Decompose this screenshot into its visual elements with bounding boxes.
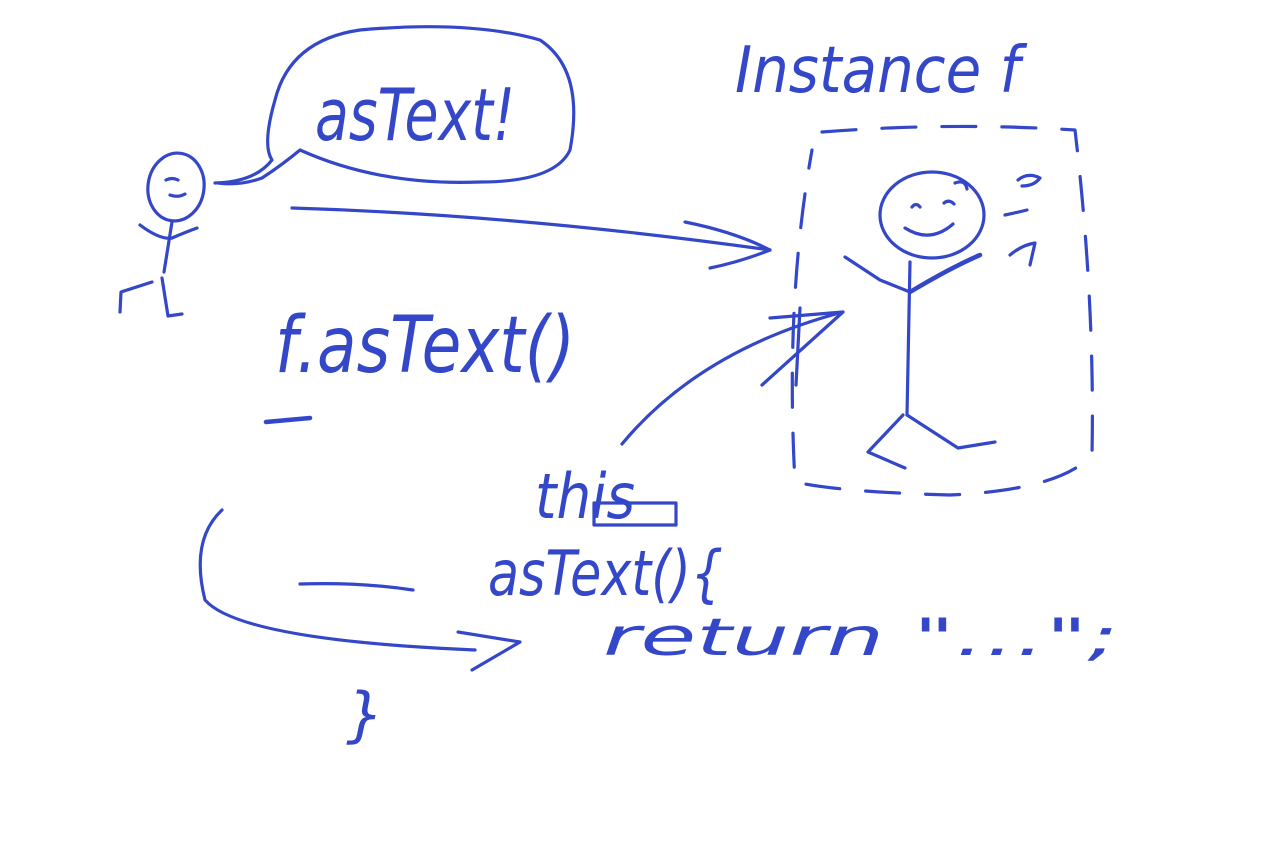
call-expression: f.asText() bbox=[275, 301, 575, 391]
caller-stick-figure bbox=[118, 151, 206, 318]
instance-box bbox=[790, 124, 1094, 497]
bracket-arrow bbox=[198, 508, 522, 672]
return-statement: return "…"; bbox=[603, 608, 1118, 668]
speech-text: asText! bbox=[315, 73, 515, 157]
message-arrow bbox=[290, 206, 772, 270]
this-label: this bbox=[535, 460, 635, 533]
method-signature: asText(){ bbox=[488, 537, 723, 610]
this-arrow bbox=[620, 306, 845, 446]
this-box bbox=[592, 501, 678, 527]
close-brace: } bbox=[346, 680, 384, 750]
instance-stick-figure bbox=[843, 170, 1042, 470]
underline-mark bbox=[263, 415, 313, 425]
speech-bubble bbox=[213, 25, 576, 186]
instance-title: Instance f bbox=[735, 34, 1028, 108]
